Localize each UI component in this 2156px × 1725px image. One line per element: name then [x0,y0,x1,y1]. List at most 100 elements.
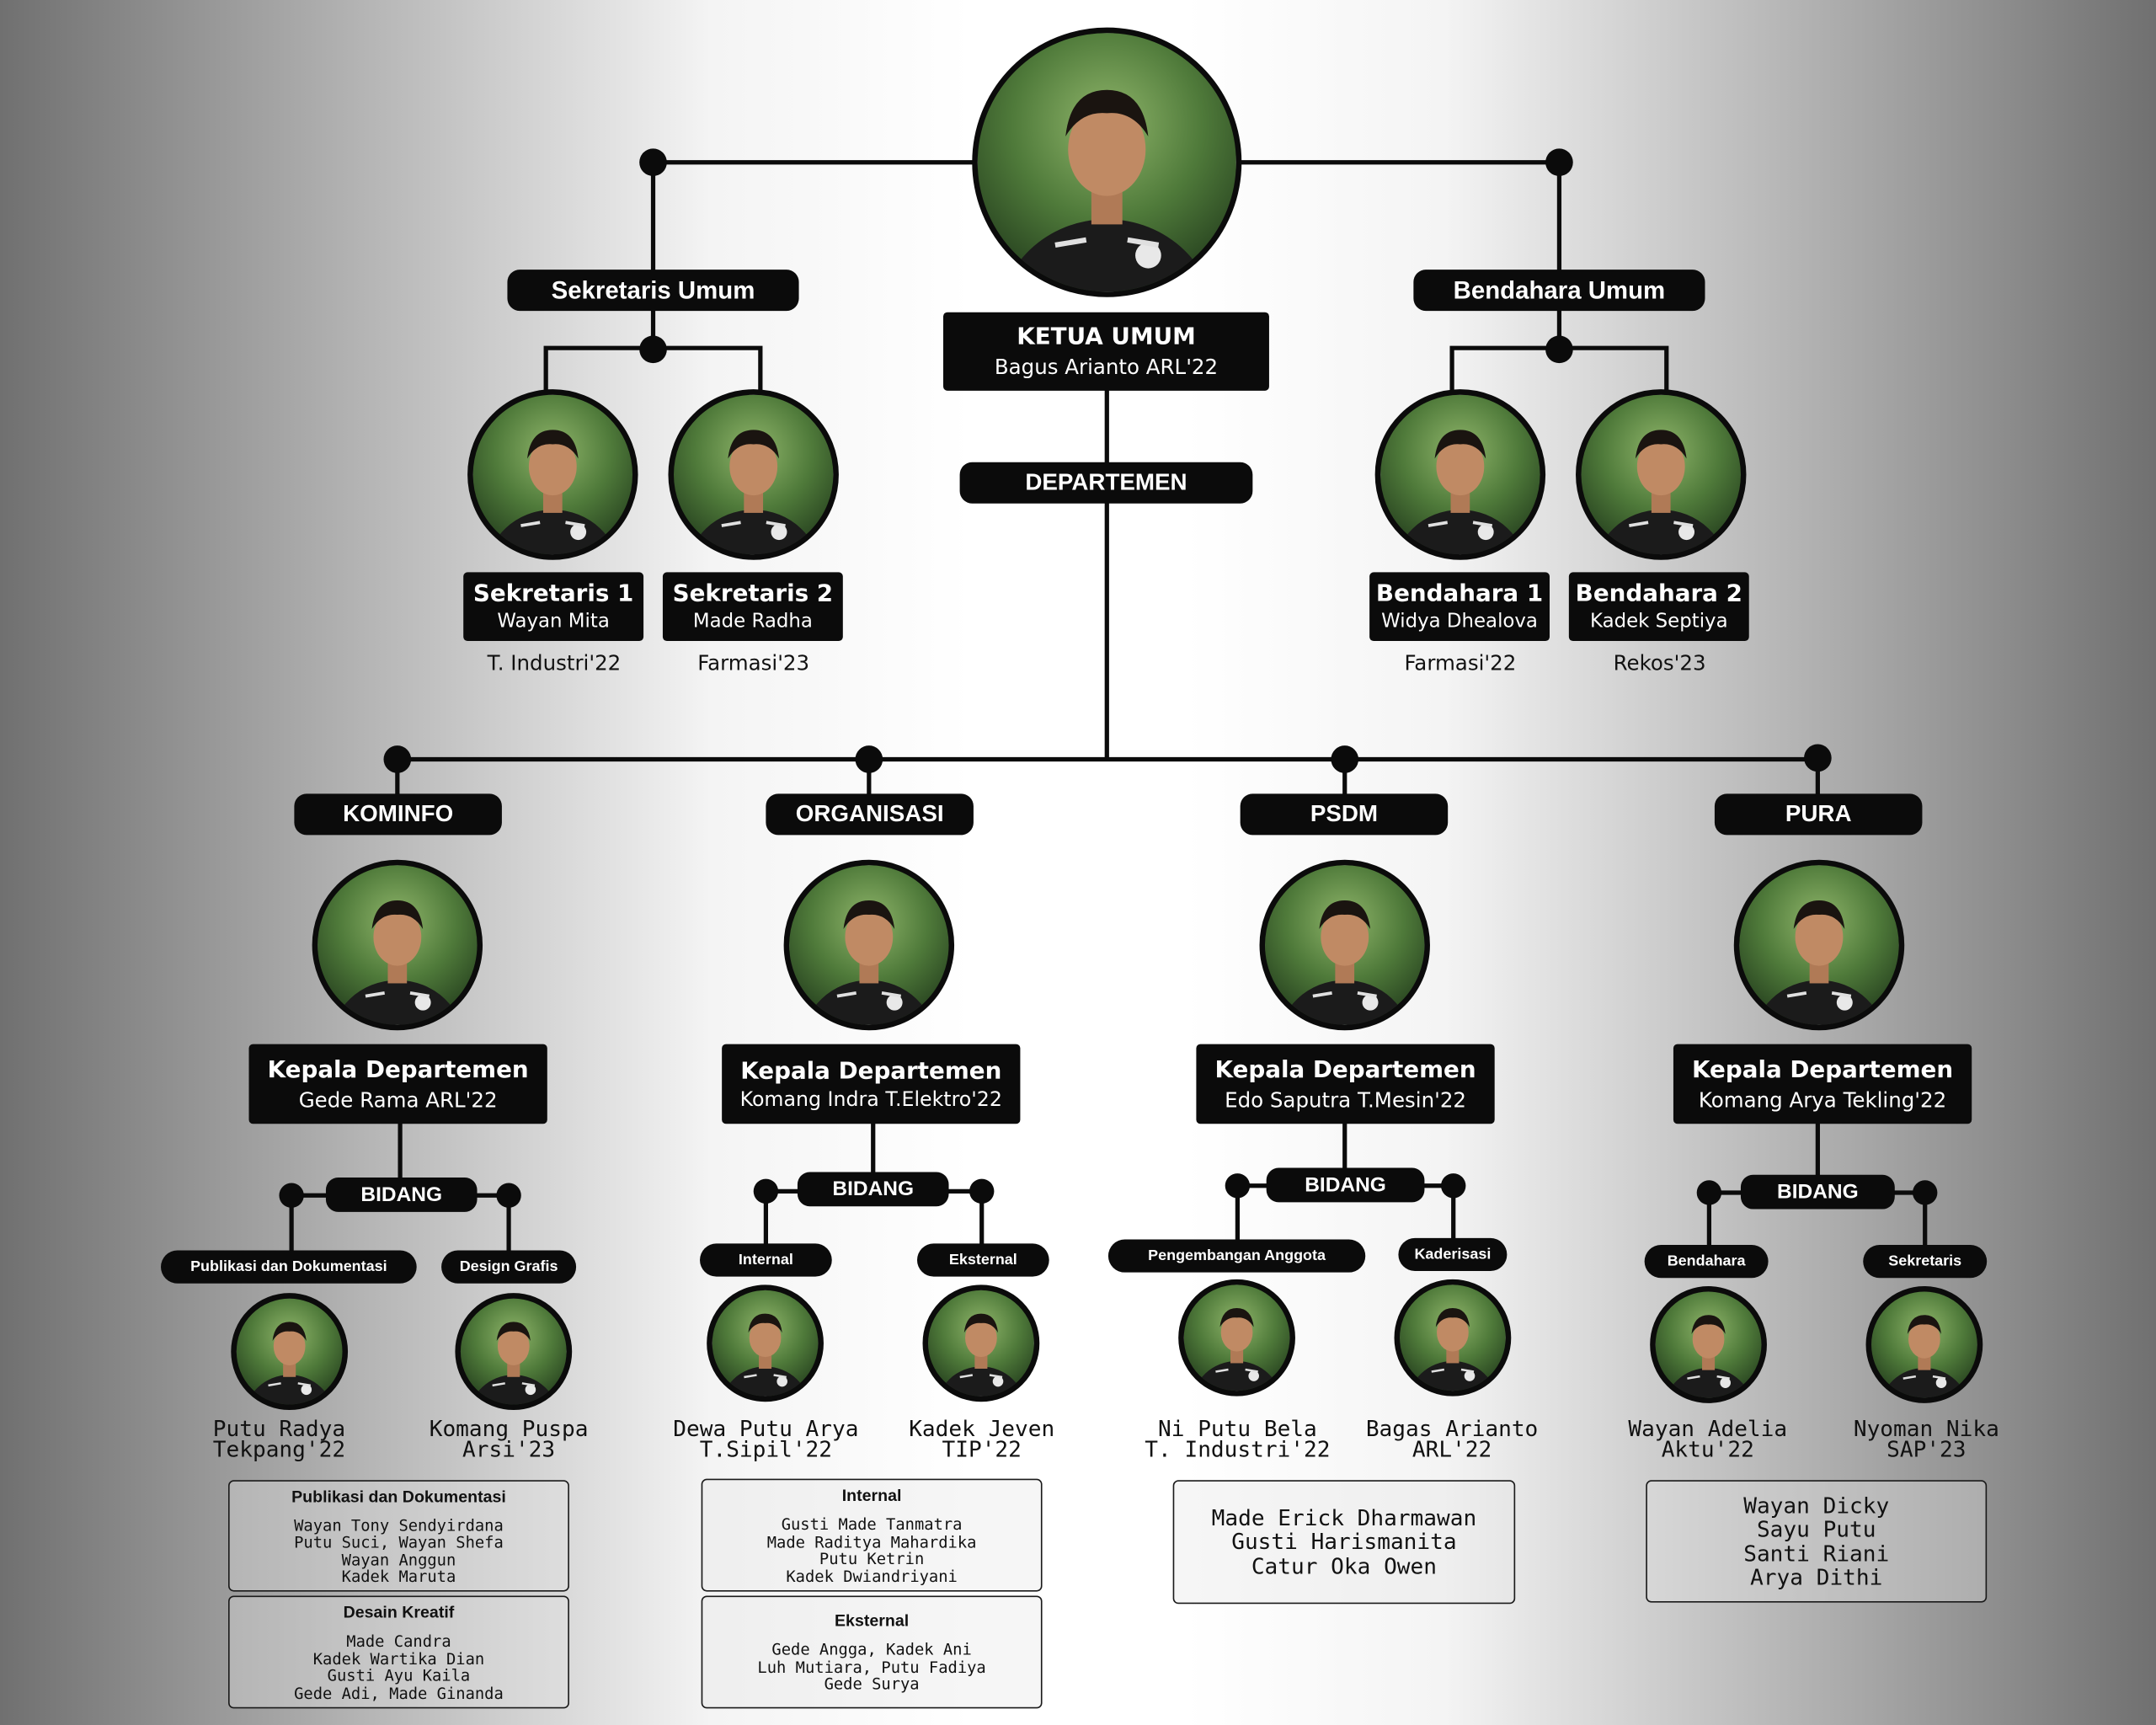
organisasi-head-photo [783,859,955,1031]
member: Wayan Tony Sendyirdana [294,1514,504,1535]
kominfo-field-2-photo [455,1293,573,1410]
psdm-field-2-prodi: ARL'22 [1412,1436,1492,1463]
organisasi-field-1-person: Dewa Putu Arya T.Sipil'22 [649,1415,883,1463]
pura-members-list: Wayan Dicky Sayu Putu Santi Riani Arya D… [1646,1480,1988,1603]
organisasi-field-2-photo [922,1284,1040,1402]
bendahara1-name: Widya Dhealova [1381,611,1538,633]
sekretaris1-photo [467,389,638,560]
sekretaris2-prodi: Farmasi'23 [697,650,810,676]
member: Gede Angga, Kadek Ani [771,1640,972,1660]
bendahara1-photo [1374,389,1546,560]
sekretaris1-box: Sekretaris 1 Wayan Mita [463,572,644,642]
psdm-field-2-person: Bagas Arianto ARL'22 [1335,1418,1569,1463]
bendahara2-photo [1576,389,1747,560]
kominfo-head-box: Kepala Departemen Gede Rama ARL'22 [248,1044,547,1124]
member: Putu Suci, Wayan Shefa [294,1532,504,1552]
sekretaris1-prodi: T. Industri'22 [487,650,622,676]
pura-field-2-prodi: SAP'23 [1886,1436,1967,1463]
organisasi-field-1-label: Internal [700,1243,832,1277]
list-title: Internal [841,1485,902,1505]
psdm-head-photo [1259,859,1430,1031]
kominfo-head-photo [312,859,483,1031]
psdm-head-name: Edo Saputra T.Mesin'22 [1225,1087,1466,1113]
sekretaris-umum-label: Sekretaris Umum [507,270,799,312]
dept-kominfo-label: KOMINFO [294,793,502,836]
organisasi-members-list-2: Eksternal Gede Angga, Kadek Ani Luh Muti… [701,1595,1043,1709]
pura-field-2-photo [1865,1286,1983,1403]
kominfo-head-title: Kepala Departemen [267,1055,529,1084]
pura-head-name: Komang Arya Tekling'22 [1698,1087,1947,1113]
organisasi-head-name: Komang Indra T.Elektro'22 [739,1088,1002,1111]
kominfo-members-list-2: Desain Kreatif Made Candra Kadek Wartika… [228,1595,569,1709]
bendahara2-title: Bendahara 2 [1575,580,1742,608]
psdm-head-title: Kepala Departemen [1214,1055,1476,1084]
member: Gede Surya [824,1674,920,1694]
psdm-bidang-label: BIDANG [1266,1167,1425,1203]
kominfo-bidang-label: BIDANG [325,1177,478,1212]
person-avatar-icon [1003,89,1211,292]
psdm-head-box: Kepala Departemen Edo Saputra T.Mesin'22 [1196,1044,1495,1124]
pura-head-box: Kepala Departemen Komang Arya Tekling'22 [1673,1044,1972,1124]
ketua-umum-box: KETUA UMUM Bagus Arianto ARL'22 [942,312,1269,391]
pura-head-photo [1733,859,1905,1031]
member: Gusti Made Tanmatra [781,1514,963,1534]
bendahara-umum-label: Bendahara Umum [1413,270,1705,312]
pura-field-1-label: Bendahara [1644,1245,1769,1279]
kominfo-field-2-label: Design Grafis [441,1250,577,1284]
psdm-field-2-photo [1394,1279,1512,1397]
bendahara1-prodi: Farmasi'22 [1404,650,1517,676]
person-avatar-icon [1666,1315,1751,1398]
member: Catur Oka Owen [1251,1552,1437,1579]
person-avatar-icon [1396,430,1524,555]
psdm-field-2-label: Kaderisasi [1398,1237,1508,1272]
organisasi-head-box: Kepala Departemen Komang Indra T.Elektro… [722,1044,1021,1124]
organisasi-field-1-name: Dewa Putu Arya [673,1415,859,1442]
kominfo-field-1-person: Putu Radya Tekpang'22 [169,1415,389,1461]
bendahara2-name: Kadek Septiya [1589,611,1728,633]
kominfo-field-1-name: Putu Radya [212,1415,346,1442]
dept-organisasi-label: ORGANISASI [766,793,974,836]
pura-field-1-person: Wayan Adelia Aktu'22 [1591,1418,1825,1461]
sekretaris2-box: Sekretaris 2 Made Radha [662,572,843,642]
bendahara2-box: Bendahara 2 Kadek Septiya [1568,572,1749,642]
list-title: Eksternal [834,1610,910,1631]
person-avatar-icon [1881,1315,1967,1398]
organisasi-field-2-label: Eksternal [916,1243,1049,1277]
ketua-name: Bagus Arianto ARL'22 [994,355,1219,380]
organisasi-field-1-prodi: T.Sipil'22 [699,1436,833,1463]
pura-field-2-label: Sekretaris [1863,1245,1988,1279]
sekretaris2-title: Sekretaris 2 [672,580,834,608]
person-avatar-icon [471,1322,557,1405]
person-avatar-icon [689,430,818,555]
pura-head-title: Kepala Departemen [1692,1055,1954,1084]
ketua-photo [972,27,1242,297]
dept-pura-label: PURA [1714,793,1923,836]
sekretaris2-name: Made Radha [692,611,813,633]
person-avatar-icon [333,900,462,1025]
member: Kadek Wartika Dian [312,1648,485,1669]
member: Gusti Ayu Kaila [327,1665,471,1685]
pura-field-2-person: Nyoman Nika SAP'23 [1810,1415,2044,1463]
psdm-members-list: Made Erick Dharmawan Gusti Harismanita C… [1172,1480,1516,1605]
pura-bidang-label: BIDANG [1740,1174,1895,1210]
person-avatar-icon [1280,900,1409,1025]
member: Wayan Dicky [1743,1492,1890,1519]
member: Santi Riani [1743,1540,1890,1567]
kominfo-head-name: Gede Rama ARL'22 [298,1087,498,1113]
member: Made Raditya Mahardika [766,1531,977,1551]
sekretaris1-title: Sekretaris 1 [472,580,634,608]
kominfo-members-list-1: Publikasi dan Dokumentasi Wayan Tony Sen… [228,1480,569,1592]
dept-psdm-label: PSDM [1240,793,1449,836]
person-avatar-icon [723,1313,808,1397]
member: Wayan Anggun [341,1549,456,1569]
pura-field-2-name: Nyoman Nika [1853,1415,1999,1442]
member: Made Erick Dharmawan [1211,1504,1477,1531]
member: Putu Ketrin [819,1548,925,1568]
psdm-field-1-photo [1178,1279,1295,1397]
member: Sayu Putu [1756,1515,1876,1542]
ketua-title: KETUA UMUM [1017,323,1196,351]
organisasi-members-list-1: Internal Gusti Made Tanmatra Made Radity… [701,1478,1043,1592]
kominfo-field-2-person: Komang Puspa Arsi'23 [398,1418,618,1461]
